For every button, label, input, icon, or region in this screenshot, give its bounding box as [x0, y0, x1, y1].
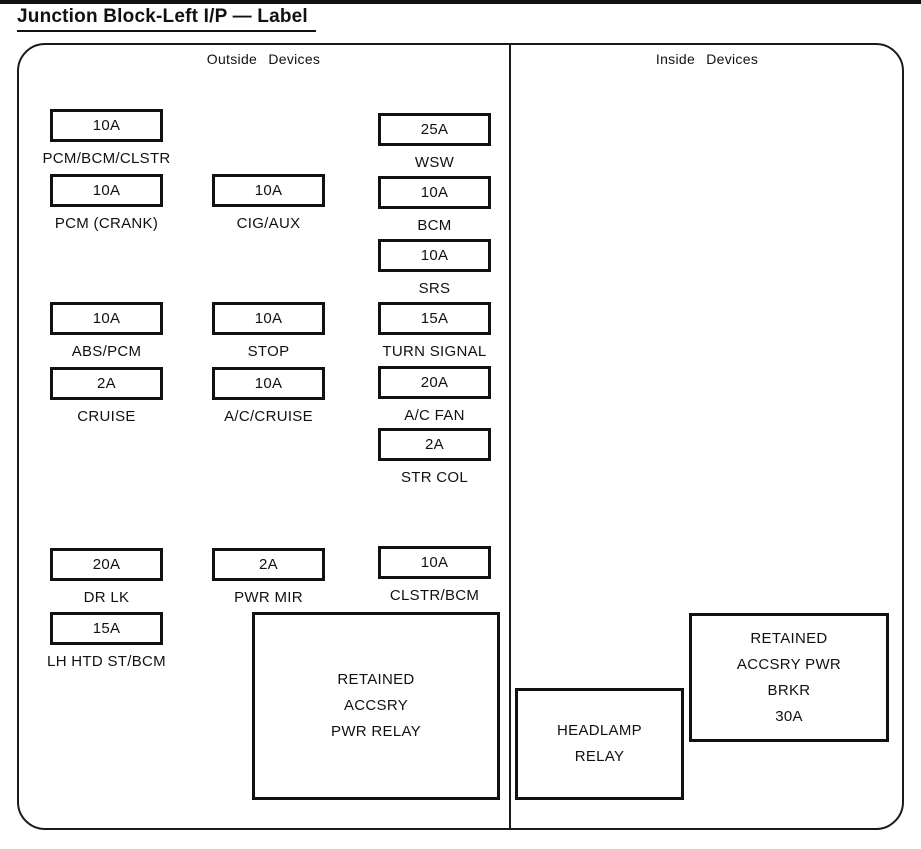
fuse-abs-pcm: 10A ABS/PCM — [50, 302, 163, 360]
fuse-lh-htd-st-bcm: 15A LH HTD ST/BCM — [47, 612, 166, 670]
fuse-amp-value: 25A — [420, 121, 449, 138]
fuse-amp-value: 2A — [425, 436, 444, 453]
fuse-amp-value: 20A — [92, 556, 121, 573]
fuse-srs: 10A SRS — [378, 239, 491, 297]
fuse-label: CRUISE — [77, 408, 136, 425]
fuse-amp-box: 10A — [378, 546, 491, 579]
fuse-amp-value: 2A — [97, 375, 116, 392]
fuse-amp-value: 10A — [420, 554, 449, 571]
fuse-amp-box: 2A — [378, 428, 491, 461]
fuse-dr-lk: 20A DR LK — [50, 548, 163, 606]
relay-line: ACCSRY PWR — [736, 655, 842, 673]
relay-line: ACCSRY — [343, 697, 409, 714]
relay-line: HEADLAMP — [557, 722, 642, 739]
fuse-label: PCM/BCM/CLSTR — [42, 150, 171, 167]
fuse-amp-value: 15A — [92, 620, 121, 637]
fuse-amp-box: 10A — [378, 176, 491, 209]
fuse-pcm-crank: 10A PCM (CRANK) — [50, 174, 163, 232]
fuse-cig-aux: 10A CIG/AUX — [212, 174, 325, 232]
retained-accsry-pwr-relay-box: RETAINED ACCSRY PWR RELAY — [252, 612, 500, 800]
fuse-amp-value: 10A — [92, 310, 121, 327]
fuse-label: CLSTR/BCM — [389, 587, 480, 604]
fuse-wsw: 25A WSW — [378, 113, 491, 171]
fuse-label: ABS/PCM — [71, 343, 142, 360]
relay-line: RETAINED — [337, 671, 415, 688]
fuse-amp-value: 10A — [420, 184, 449, 201]
fuse-amp-value: 10A — [254, 375, 283, 392]
fuse-clstr-bcm: 10A CLSTR/BCM — [378, 546, 491, 604]
fuse-amp-box: 15A — [378, 302, 491, 335]
fuse-amp-value: 15A — [420, 310, 449, 327]
fuse-amp-value: 2A — [259, 556, 278, 573]
fuse-amp-value: 10A — [254, 310, 283, 327]
fuse-label: PCM (CRANK) — [54, 215, 159, 232]
fuse-amp-box: 25A — [378, 113, 491, 146]
fuse-amp-value: 20A — [420, 374, 449, 391]
fuse-ac-fan: 20A A/C FAN — [378, 366, 491, 424]
relay-line: 30A — [775, 707, 803, 725]
fuse-amp-box: 15A — [50, 612, 163, 645]
fuse-amp-box: 10A — [212, 174, 325, 207]
fuse-amp-value: 10A — [420, 247, 449, 264]
fuse-amp-box: 2A — [212, 548, 325, 581]
fuse-label: LH HTD ST/BCM — [47, 653, 166, 670]
fuse-amp-box: 20A — [50, 548, 163, 581]
fuse-ac-cruise: 10A A/C/CRUISE — [212, 367, 325, 425]
retained-accsry-pwr-brkr-box: RETAINED ACCSRY PWR BRKR 30A — [689, 613, 889, 742]
fuse-amp-box: 10A — [50, 109, 163, 142]
section-divider — [509, 43, 511, 830]
fuse-amp-box: 10A — [50, 302, 163, 335]
relay-line: BRKR — [767, 681, 811, 699]
fuse-label: SRS — [418, 280, 451, 297]
fuse-amp-value: 10A — [92, 117, 121, 134]
relay-line: RETAINED — [750, 629, 828, 647]
fuse-label: STR COL — [400, 469, 469, 486]
fuse-amp-box: 10A — [212, 367, 325, 400]
fuse-turn-signal: 15A TURN SIGNAL — [378, 302, 491, 360]
page-top-rule — [0, 0, 921, 4]
fuse-label: A/C FAN — [404, 407, 465, 424]
outside-devices-heading: Outside Devices — [206, 51, 321, 67]
inside-devices-heading: Inside Devices — [655, 51, 759, 67]
relay-line: PWR RELAY — [331, 723, 421, 740]
fuse-pwr-mir: 2A PWR MIR — [212, 548, 325, 606]
fuse-label: CIG/AUX — [236, 215, 301, 232]
fuse-amp-box: 10A — [212, 302, 325, 335]
fuse-label: WSW — [414, 154, 455, 171]
fuse-amp-box: 2A — [50, 367, 163, 400]
fuse-amp-value: 10A — [92, 182, 121, 199]
fuse-amp-box: 20A — [378, 366, 491, 399]
relay-line: RELAY — [574, 748, 625, 765]
fuse-label: PWR MIR — [234, 589, 303, 606]
fuse-amp-value: 10A — [254, 182, 283, 199]
fuse-label: STOP — [247, 343, 290, 360]
fuse-amp-box: 10A — [378, 239, 491, 272]
page-title: Junction Block-Left I/P — Label — [17, 6, 316, 32]
fuse-stop: 10A STOP — [212, 302, 325, 360]
headlamp-relay-box: HEADLAMP RELAY — [515, 688, 684, 800]
fuse-label: DR LK — [83, 589, 130, 606]
fuse-str-col: 2A STR COL — [378, 428, 491, 486]
fuse-amp-box: 10A — [50, 174, 163, 207]
fuse-cruise: 2A CRUISE — [50, 367, 163, 425]
fuse-pcm-bcm-clstr: 10A PCM/BCM/CLSTR — [42, 109, 170, 167]
fuse-label: A/C/CRUISE — [224, 408, 313, 425]
fuse-label: BCM — [417, 217, 452, 234]
fuse-bcm: 10A BCM — [378, 176, 491, 234]
fuse-label: TURN SIGNAL — [382, 343, 487, 360]
